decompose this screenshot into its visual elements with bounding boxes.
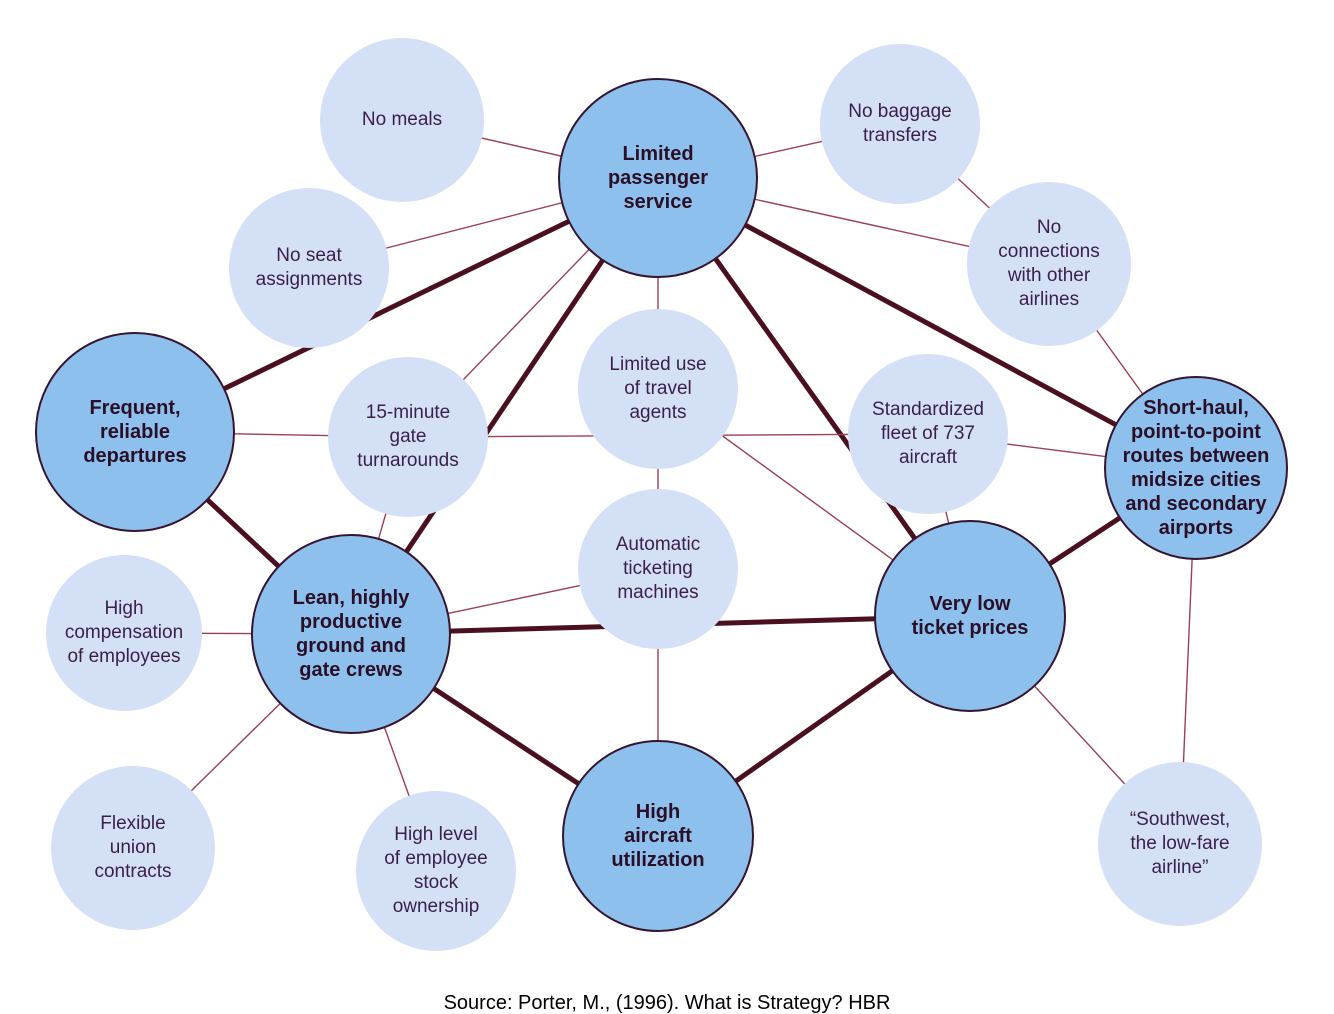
node-label: Limited passenger service — [607, 143, 709, 213]
node-standardized-fleet: Standardized fleet of 737 aircraft — [848, 354, 1008, 514]
node-label: Limited use of travel agents — [609, 354, 707, 423]
node-southwest-low-fare: “Southwest, the low-fare airline” — [1098, 762, 1262, 926]
node-label: Short-haul, point-to-point routes betwee… — [1122, 397, 1270, 539]
node-no-baggage-transfers: No baggage transfers — [820, 44, 980, 204]
node-label: Automatic ticketing machines — [615, 534, 701, 603]
source-caption: Source: Porter, M., (1996). What is Stra… — [443, 992, 891, 1014]
node-high-compensation: High compensation of employees — [46, 555, 202, 711]
node-limited-travel-agents: Limited use of travel agents — [578, 309, 738, 469]
node-limited-passenger-service: Limited passenger service — [558, 78, 758, 278]
node-label: “Southwest, the low-fare airline” — [1129, 809, 1231, 878]
node-flexible-union-contracts: Flexible union contracts — [51, 766, 215, 930]
node-employee-stock-ownership: High level of employee stock ownership — [356, 791, 516, 951]
node-label: No baggage transfers — [848, 101, 952, 146]
node-automatic-ticketing: Automatic ticketing machines — [578, 489, 738, 649]
node-lean-ground-gate-crews: Lean, highly productive ground and gate … — [251, 534, 451, 734]
node-gate-turnarounds: 15-minute gate turnarounds — [328, 357, 488, 517]
node-no-seat-assignments: No seat assignments — [229, 188, 389, 348]
node-label: Standardized fleet of 737 aircraft — [872, 399, 984, 468]
node-very-low-ticket-prices: Very low ticket prices — [874, 520, 1066, 712]
node-short-haul-routes: Short-haul, point-to-point routes betwee… — [1104, 376, 1288, 560]
node-high-aircraft-utilization: High aircraft utilization — [562, 740, 754, 932]
node-label: Very low ticket prices — [911, 593, 1029, 639]
edge-limited_passenger_service-to-short_haul_routes — [656, 175, 1198, 471]
node-label: High level of employee stock ownership — [384, 824, 488, 917]
node-label: High compensation of employees — [64, 598, 184, 667]
node-no-meals: No meals — [320, 38, 484, 202]
node-label: 15-minute gate turnarounds — [357, 402, 459, 471]
node-label: High aircraft utilization — [611, 801, 705, 871]
node-label: Flexible union contracts — [94, 813, 172, 882]
node-frequent-reliable-departures: Frequent, reliable departures — [35, 332, 235, 532]
node-label: Frequent, reliable departures — [83, 397, 187, 467]
node-label: No seat assignments — [255, 245, 363, 290]
node-label: No connections with other airlines — [998, 217, 1100, 310]
node-no-connections: No connections with other airlines — [967, 182, 1131, 346]
node-label: No meals — [361, 109, 443, 130]
node-label: Lean, highly productive ground and gate … — [292, 587, 410, 681]
